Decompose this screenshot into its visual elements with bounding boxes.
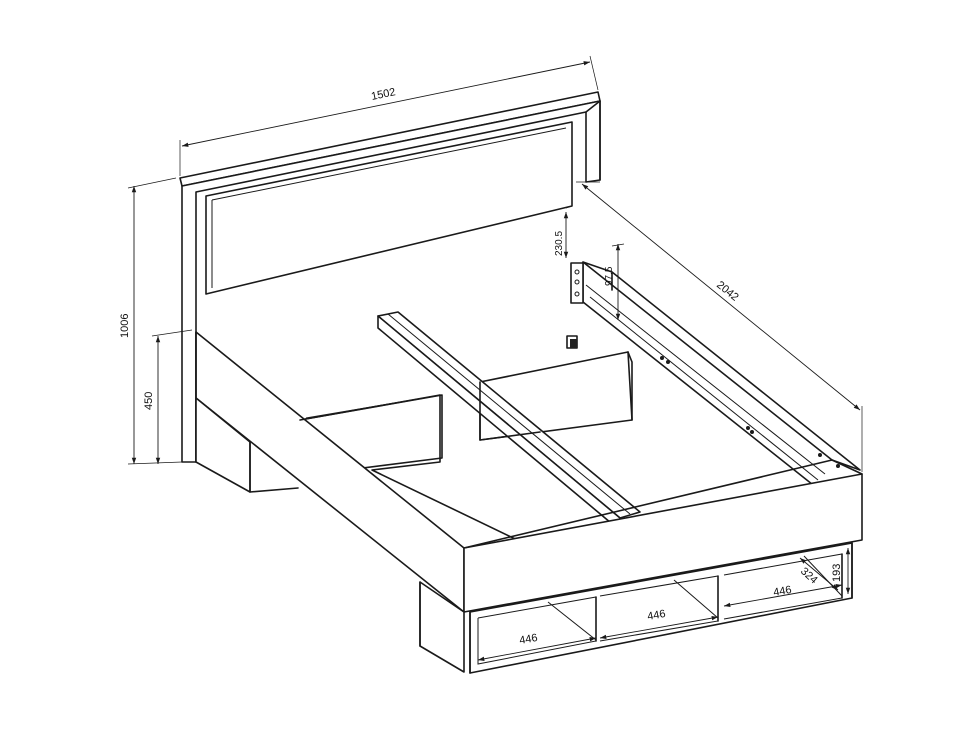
rail-bracket (566, 262, 584, 349)
dim-label-2042: 2042 (714, 279, 741, 304)
dim-label-446-front: 446 (518, 632, 538, 647)
dim-total-height: 1006 (119, 177, 183, 465)
dim-label-230-5: 230.5 (554, 231, 565, 256)
bed-legs (195, 397, 465, 673)
dim-label-193: 193 (831, 564, 843, 582)
dim-drawer-front: 446 (477, 632, 597, 662)
dim-label-446-back: 446 (772, 584, 792, 599)
foot-end (463, 459, 863, 613)
dim-rail-height: 97.5 (604, 243, 625, 320)
bed-interior (299, 381, 541, 549)
dim-headboard-width: 1502 (179, 55, 599, 176)
dim-label-97-5: 97.5 (604, 266, 615, 286)
dim-drawer-middle: 446 (599, 608, 719, 640)
dim-label-1502: 1502 (370, 86, 396, 103)
dim-label-450: 450 (143, 392, 155, 410)
dim-label-1006: 1006 (119, 314, 131, 338)
dim-label-446-middle: 446 (646, 608, 666, 623)
dim-total-length: 2042 (576, 181, 863, 472)
dim-panel-height: 230.5 (554, 205, 573, 258)
dim-drawer-height: 193 (831, 548, 851, 594)
dim-bed-height: 450 (143, 329, 193, 464)
